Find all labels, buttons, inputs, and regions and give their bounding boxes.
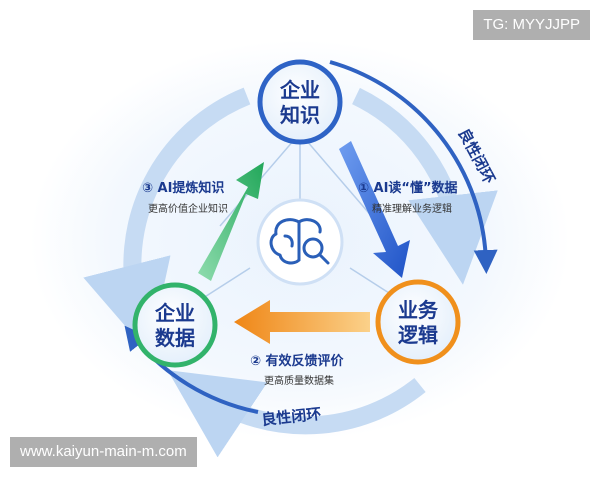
watermark-top-right-text: TG: MYYJJPP (483, 16, 580, 33)
node-knowledge-line2: 知识 (280, 103, 320, 127)
step3-arrow (198, 162, 264, 281)
step1-arrow (339, 141, 410, 278)
step1-title: ① AI读“懂”数据 (358, 180, 458, 196)
center-brain-circle (256, 198, 344, 286)
watermark-top-right: TG: MYYJJPP (473, 10, 590, 40)
outer-cycle-ring (83, 87, 498, 458)
node-logic-line1: 业务 (398, 298, 439, 322)
step2-title: ② 有效反馈评价 (250, 353, 345, 369)
step3-subtitle: 更高价值企业知识 (148, 202, 228, 215)
node-logic: 业务 逻辑 (375, 279, 461, 365)
node-logic-line2: 逻辑 (398, 323, 438, 347)
step2-arrow (234, 300, 370, 344)
node-data: 企业 数据 (132, 282, 218, 368)
node-knowledge: 企业 知识 (257, 59, 343, 145)
watermark-bottom-left-text: www.kaiyun-main-m.com (20, 443, 187, 460)
node-data-line1: 企业 (154, 301, 195, 325)
brain-magnifier-icon (269, 218, 330, 265)
step2-subtitle: 更高质量数据集 (264, 374, 334, 387)
watermark-bottom-left: www.kaiyun-main-m.com (10, 437, 197, 467)
node-knowledge-line1: 企业 (279, 78, 320, 102)
node-data-line2: 数据 (155, 326, 195, 350)
step3-title: ③ AI提炼知识 (142, 180, 224, 196)
step1-subtitle: 精准理解业务逻辑 (372, 202, 452, 215)
